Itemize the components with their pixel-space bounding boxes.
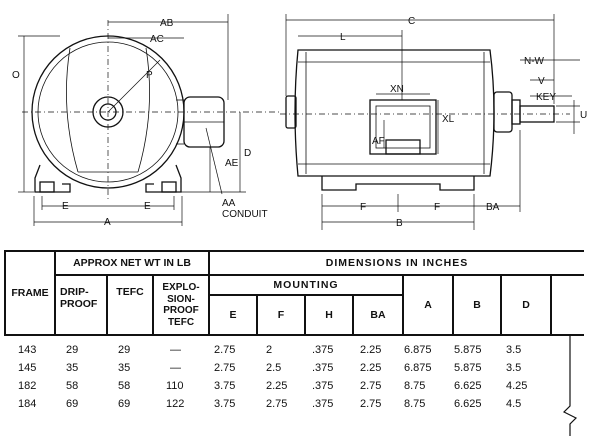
cell-frame: 182 [18,380,37,392]
label-u: U [580,110,587,121]
cell-d: 4.25 [506,380,528,392]
label-ba: BA [486,202,500,213]
header-frame: FRAME [11,287,49,299]
cell-a: 8.75 [404,380,426,392]
cell-ba: 2.25 [360,344,382,356]
label-p: P [146,70,153,81]
label-d: D [244,148,251,159]
cell-dripproof: 29 [66,344,79,356]
cell-ba: 2.75 [360,380,382,392]
cell-tefc: 58 [118,380,131,392]
header-ba: BA [370,309,386,321]
label-a: A [104,217,111,228]
label-o: O [12,70,20,81]
front-view: O AB AC P D AE E E A AA CONDUIT [12,14,280,228]
cell-a: 6.875 [404,362,432,374]
label-f-right: F [434,202,440,213]
label-ab: AB [160,18,174,29]
cell-tefc: 35 [118,362,131,374]
cell-f: 2.75 [266,398,288,410]
header-d: D [522,299,530,311]
cell-h: .375 [312,344,334,356]
header-explosion-proof: EXPLO- SION- PROOF TEFC [162,282,200,328]
cell-h: .375 [312,398,334,410]
cell-b: 5.875 [454,344,482,356]
cell-tefc: 69 [118,398,131,410]
label-xn: XN [390,84,404,95]
label-f-left: F [360,202,366,213]
label-aa: AA [222,198,236,209]
cell-h: .375 [312,380,334,392]
cell-d: 3.5 [506,344,522,356]
cell-d: 4.5 [506,398,522,410]
cell-dripproof: 58 [66,380,79,392]
header-a: A [424,299,432,311]
side-base [321,176,475,191]
cell-explosion: — [170,344,181,356]
cell-ba: 2.75 [360,398,382,410]
cell-b: 6.625 [454,380,482,392]
label-e-left: E [62,201,69,212]
dimensions-table: FRAME APPROX NET WT IN LB DIMENSIONS IN … [0,248,600,436]
label-xl: XL [442,114,455,125]
cell-e: 3.75 [214,380,236,392]
header-tefc: TEFC [116,286,144,298]
label-ae: AE [225,158,239,169]
cell-a: 8.75 [404,398,426,410]
cell-frame: 184 [18,398,37,410]
header-weight-group: APPROX NET WT IN LB [73,257,191,269]
cell-explosion: — [170,362,181,374]
cell-tefc: 29 [118,344,131,356]
cell-b: 5.875 [454,362,482,374]
label-af: AF [372,136,385,147]
header-e: E [229,309,237,321]
label-conduit: CONDUIT [222,209,268,220]
header-f: F [277,309,285,321]
cell-explosion: 122 [166,398,185,410]
label-b: B [396,218,403,229]
motor-dimension-drawing: O AB AC P D AE E E A AA CONDUIT [12,14,587,230]
cell-explosion: 110 [166,380,184,392]
label-e-right: E [144,201,151,212]
table-break-icon [562,336,578,436]
cell-d: 3.5 [506,362,522,374]
label-nw: N-W [524,56,545,67]
cell-frame: 143 [18,344,37,356]
cell-e: 2.75 [214,362,236,374]
header-dripproof: DRIP- PROOF [60,286,98,310]
label-key: KEY [536,92,556,103]
cell-f: 2.5 [266,362,282,374]
side-body [294,49,495,177]
cell-f: 2.25 [266,380,288,392]
cell-frame: 145 [18,362,37,374]
label-c: C [408,16,415,27]
side-view: C L XN XL AF N-W V KEY U F F B [280,14,587,230]
cell-f: 2 [266,344,273,356]
cell-ba: 2.25 [360,362,382,374]
cell-e: 2.75 [214,344,236,356]
cell-b: 6.625 [454,398,482,410]
header-b: B [473,299,481,311]
cell-h: .375 [312,362,334,374]
header-h: H [325,309,333,321]
cell-e: 3.75 [214,398,236,410]
header-dimensions-group: DIMENSIONS IN INCHES [325,257,469,269]
cell-dripproof: 69 [66,398,79,410]
label-l: L [340,32,346,43]
label-v: V [538,76,545,87]
cell-a: 6.875 [404,344,432,356]
header-mounting-group: MOUNTING [273,279,339,291]
label-ac: AC [150,34,164,45]
cell-dripproof: 35 [66,362,79,374]
